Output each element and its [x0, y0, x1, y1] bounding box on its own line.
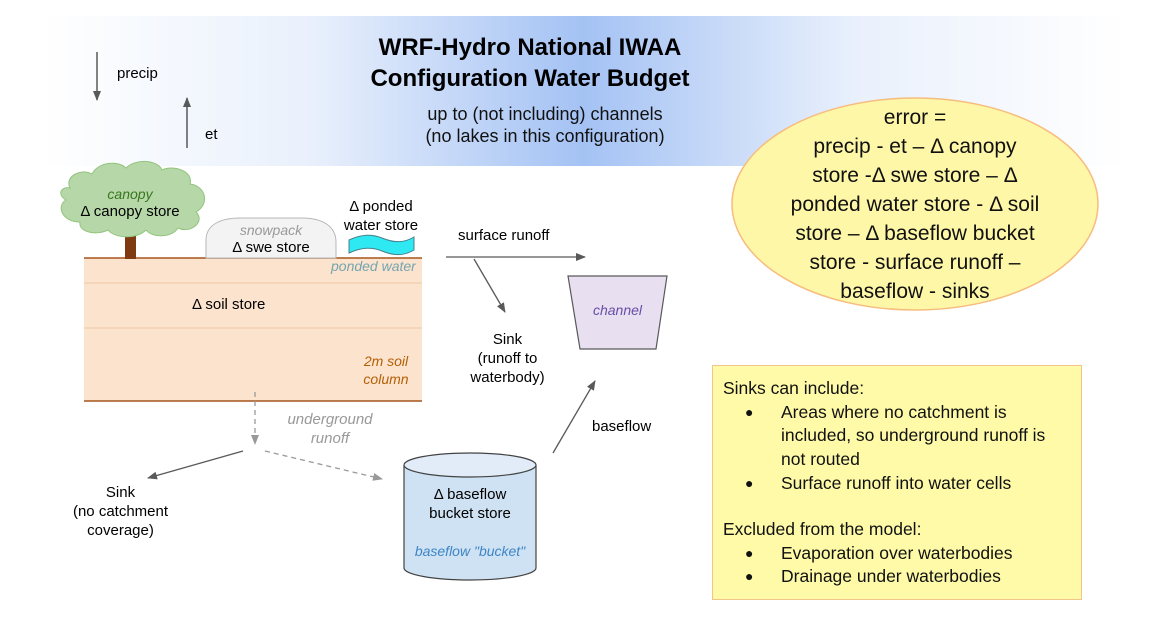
snowpack-mound [205, 217, 337, 259]
ponded-store-line-2: water store [343, 217, 419, 234]
ponded-water-wave [348, 234, 415, 256]
bullet-icon: ● [745, 545, 754, 561]
underground-runoff-line-1: underground [287, 411, 373, 428]
error-line-5: store – Δ baseflow bucket [795, 222, 1035, 245]
sinks-item-1-line-1: Areas where no catchment is [781, 402, 1007, 422]
bucket-store-line-2: bucket store [429, 505, 511, 522]
title-line-2: Configuration Water Budget [370, 65, 690, 92]
sinks-item-2: Surface runoff into water cells [781, 473, 1012, 493]
baseflow-bucket [403, 465, 537, 581]
channel-label: channel [592, 302, 643, 318]
et-label: et [205, 126, 218, 143]
catchment-sink-line-3: coverage) [87, 522, 154, 539]
ponded-water-label: ponded water [331, 258, 416, 274]
ponded-store-line-1: Δ ponded [349, 198, 413, 215]
error-line-3: store -Δ swe store – Δ [812, 164, 1018, 187]
baseflow-label: baseflow [592, 418, 652, 435]
sinks-heading: Sinks can include: [723, 378, 865, 398]
bucket-label: baseflow "bucket" [414, 543, 526, 559]
excluded-heading: Excluded from the model: [723, 519, 922, 539]
runoff-sink-line-2: (runoff to [477, 350, 538, 367]
soil-column-line-2: column [363, 371, 409, 387]
runoff-sink-label: Sink (runoff to waterbody) [455, 330, 560, 387]
bucket-store-line-1: Δ baseflow [433, 486, 507, 503]
bullet-icon: ● [745, 568, 754, 584]
error-line-4: ponded water store - Δ soil [790, 193, 1040, 216]
snowpack-label: snowpack [239, 222, 303, 238]
diagram-subtitle: up to (not including) channels (no lakes… [380, 103, 710, 147]
surface-runoff-label: surface runoff [458, 227, 550, 244]
excluded-item-2: Drainage under waterbodies [781, 566, 1001, 586]
underground-runoff-label: underground runoff [270, 410, 390, 448]
excluded-item-1: Evaporation over waterbodies [781, 543, 1013, 563]
bucket-recharge-arrow [264, 450, 383, 481]
bucket-top [403, 452, 537, 478]
ponded-store-label: Δ ponded water store [331, 197, 431, 235]
diagram-title: WRF-Hydro National IWAA Configuration Wa… [300, 32, 760, 94]
sinks-item-1-line-3: not routed [781, 449, 860, 469]
catchment-sink-line-2: (no catchment [72, 503, 169, 520]
bucket-store-label: Δ baseflow bucket store [404, 485, 536, 523]
catchment-sink-label: Sink (no catchment coverage) [58, 483, 183, 540]
title-line-1: WRF-Hydro National IWAA [378, 34, 682, 61]
bullet-icon: ● [745, 404, 754, 420]
runoff-sink-line-1: Sink [492, 331, 523, 348]
underground-runoff-line-2: runoff [310, 430, 350, 447]
catchment-sink-line-1: Sink [105, 484, 136, 501]
error-line-6: store - surface runoff – [809, 251, 1021, 274]
bullet-icon: ● [745, 475, 754, 491]
swe-store-label: Δ swe store [232, 239, 310, 256]
soil-column-line-1: 2m soil [363, 353, 409, 369]
sinks-item-1-line-2: included, so underground runoff is [781, 425, 1046, 445]
no-catchment-sink-arrow [147, 450, 244, 480]
subtitle-line-2: (no lakes in this configuration) [425, 126, 665, 146]
tree-trunk [125, 224, 136, 259]
canopy-store-label: Δ canopy store [80, 203, 180, 220]
runoff-sink-arrow [473, 258, 506, 313]
soil-column-label: 2m soil column [350, 352, 422, 388]
soil-column [84, 258, 422, 401]
baseflow-arrow [552, 380, 596, 454]
runoff-sink-line-3: waterbody) [470, 369, 545, 386]
error-line-2: precip - et – Δ canopy [813, 135, 1017, 158]
precip-label: precip [117, 65, 158, 82]
error-ellipse [731, 97, 1099, 311]
error-equation: error = precip - et – Δ canopy store -Δ … [745, 103, 1085, 306]
channel-shape [567, 275, 668, 350]
subtitle-line-1: up to (not including) channels [427, 104, 663, 124]
error-line-7: baseflow - sinks [840, 280, 990, 303]
error-line-1: error = [883, 106, 947, 129]
soil-store-label: Δ soil store [192, 296, 266, 313]
canopy-label: canopy [107, 186, 153, 202]
notes-box: Sinks can include: ● Areas where no catc… [712, 365, 1082, 600]
canopy-cloud [60, 161, 205, 238]
